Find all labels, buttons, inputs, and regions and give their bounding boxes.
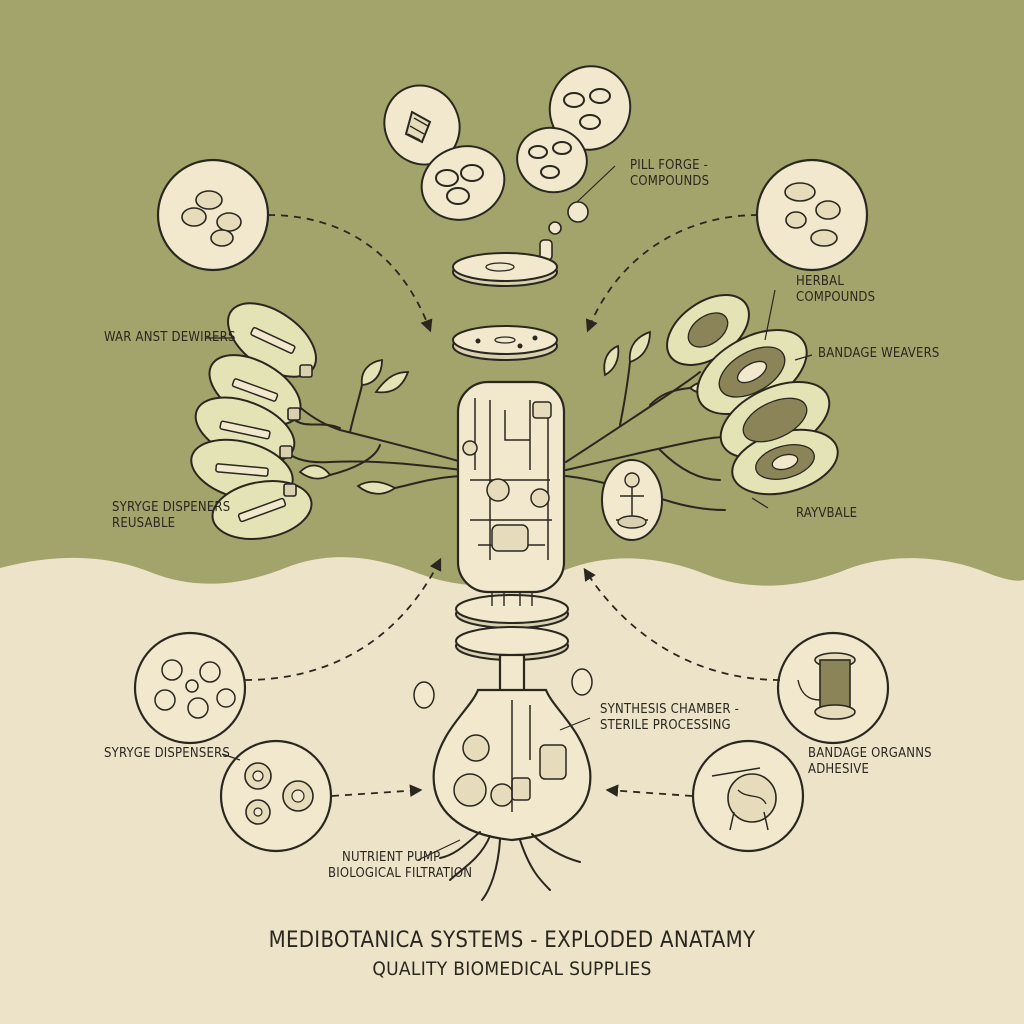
upper-disc (452, 252, 558, 287)
inset-pills-top-right (755, 158, 869, 272)
inset-pills-top-left (156, 158, 270, 272)
lower-plates (455, 592, 569, 661)
roots (439, 831, 581, 901)
pump-pod (601, 459, 663, 541)
leader-lines (206, 289, 813, 861)
label-syringe-dispensers: SYRYGE DISPENSERS (104, 746, 231, 761)
label-synthesis-chamber: SYNTHESIS CHAMBER -STERILE PROCESSING (600, 702, 739, 733)
label-rayvable: RAYVBALE (796, 506, 858, 521)
syringe-pod-cluster (190, 302, 317, 540)
central-chamber (456, 380, 566, 594)
pill-pod-left (383, 84, 506, 221)
lower-disc (452, 325, 558, 361)
label-pill-forge: PILL FORGE -COMPOUNDS (630, 158, 710, 189)
label-war-dewirers: WAR ANST DEWIRERS (104, 330, 236, 345)
diagram-subtitle: QUALITY BIOMEDICAL SUPPLIES (372, 958, 652, 980)
label-bandage-weavers: BANDAGE WEAVERS (818, 346, 940, 361)
pill-pod-right (516, 65, 632, 194)
inset-bandage-frame (691, 739, 805, 853)
inset-gears (219, 739, 333, 853)
flow-arrows (244, 214, 781, 798)
bottom-flask (413, 653, 593, 842)
inset-flower (133, 631, 247, 745)
floating-capsules (539, 165, 616, 261)
diagram-title: MEDIBOTANICA SYSTEMS - EXPLODED ANATAMY (268, 928, 756, 953)
bandage-pod-cluster (666, 294, 839, 496)
inset-spool (776, 631, 890, 745)
left-branch-leaves (298, 358, 410, 495)
